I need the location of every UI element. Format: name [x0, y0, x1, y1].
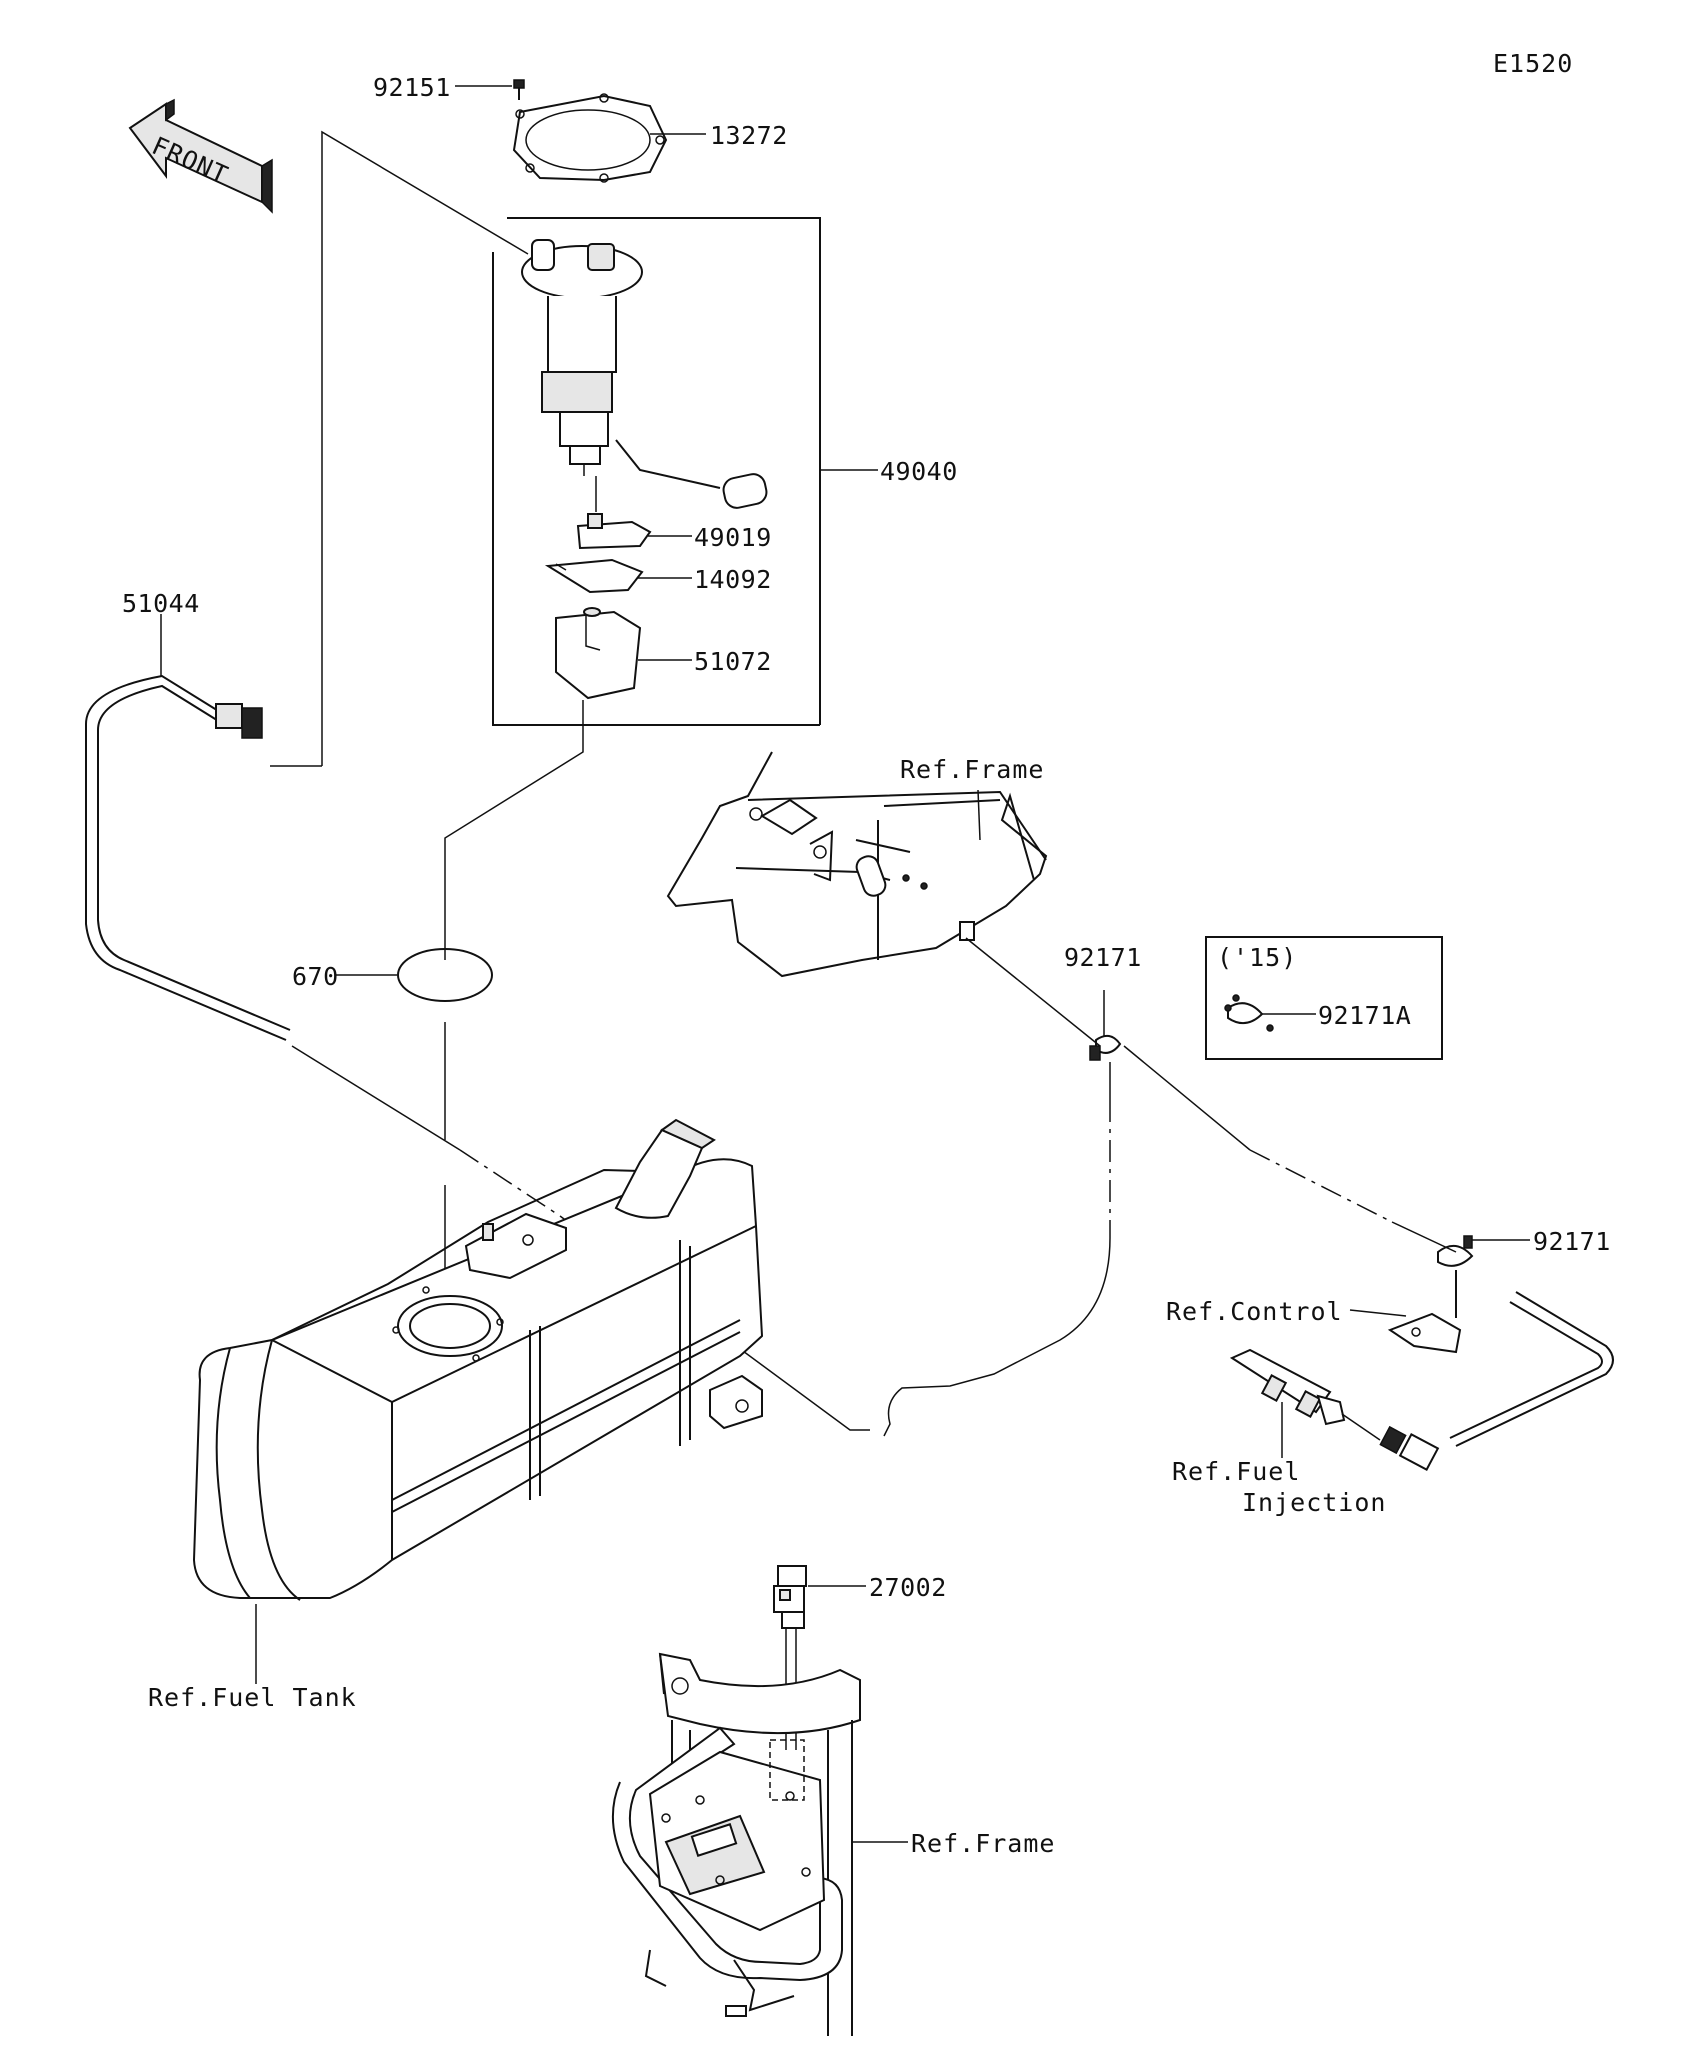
bolt-92151: [513, 79, 525, 100]
front-arrow-icon: FRONT: [128, 98, 273, 214]
label-14092: 14092: [694, 565, 772, 594]
label-670: 670: [292, 962, 339, 991]
label-51044: 51044: [122, 589, 200, 618]
inset-year: ('15): [1217, 943, 1297, 972]
ref-control: Ref.Control: [1166, 1297, 1343, 1326]
ref-fuel-injection-line2: Injection: [1242, 1488, 1386, 1517]
label-92171A: 92171A: [1318, 1001, 1411, 1030]
pump-gasket-13272: [512, 93, 668, 183]
fuel-injection-rail: [1229, 1348, 1440, 1471]
frame-section-top: [666, 751, 1048, 978]
label-27002: 27002: [869, 1573, 947, 1602]
diagram-code: E1520: [1493, 49, 1573, 78]
filter-49019: [576, 476, 652, 550]
inset-box-2015: [1205, 936, 1443, 1060]
clip-92171A-icon: [1224, 994, 1274, 1032]
ref-frame-top: Ref.Frame: [900, 755, 1044, 784]
control-bracket: [1387, 1270, 1462, 1354]
connector-27002: [773, 1565, 807, 1750]
label-92171-top: 92171: [1064, 943, 1142, 972]
cup-51072: [555, 607, 642, 700]
label-92171-right: 92171: [1533, 1227, 1611, 1256]
ref-frame-bottom: Ref.Frame: [911, 1829, 1055, 1858]
fuel-hose-51044: [85, 674, 291, 1041]
ref-fuel-tank: Ref.Fuel Tank: [148, 1683, 357, 1712]
label-51072: 51072: [694, 647, 772, 676]
label-92151: 92151: [373, 73, 451, 102]
fuel-pump-assembly-49040: [521, 239, 768, 509]
frame-section-bottom: [611, 1652, 861, 2036]
clamp-92171-right: [1437, 1235, 1474, 1267]
fuel-tank: [192, 1118, 764, 1601]
label-13272: 13272: [710, 121, 788, 150]
label-49019: 49019: [694, 523, 772, 552]
ref-fuel-injection-line1: Ref.Fuel: [1172, 1457, 1300, 1486]
clamp-92171-top: [1089, 990, 1122, 1061]
label-49040: 49040: [880, 457, 958, 486]
plate-14092: [544, 558, 644, 594]
